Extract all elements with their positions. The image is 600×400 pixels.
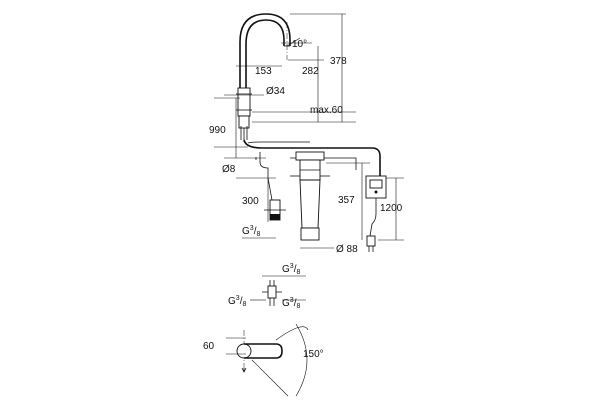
deck-thickness-label: max.60 [310, 105, 343, 116]
tee-fitting: G3/8 G3/8 G3/8 [228, 263, 306, 310]
thread-main-label: G3/8 [242, 225, 260, 238]
thread-top-label: G3/8 [282, 263, 300, 276]
base-diameter-label: Ø34 [266, 86, 285, 97]
thread-right-label: G3/8 [282, 297, 300, 310]
filter-unit [290, 151, 330, 241]
spout-height-label: 282 [302, 66, 319, 77]
spout-reach-label: 153 [255, 66, 272, 77]
filter-diameter-label: Ø 88 [336, 244, 358, 255]
power-cable-label: 1200 [380, 203, 403, 214]
power-supply: 1200 [365, 175, 404, 252]
swivel-angle-label: 150° [303, 349, 324, 360]
connection-diameter-label: Ø8 [222, 164, 236, 175]
total-height-label: 378 [330, 56, 347, 67]
hose-length-label: 990 [209, 125, 226, 136]
thread-left-label: G3/8 [228, 295, 246, 308]
filter-dimensions: 357 Ø 88 [300, 162, 370, 255]
top-view: 60 150° [203, 323, 324, 397]
filter-height-label: 357 [338, 195, 355, 206]
angle-valve: G3/8 [242, 199, 286, 239]
faucet [236, 13, 291, 142]
spout-angle-label: 10° [292, 39, 307, 50]
tail-length-label: 300 [242, 196, 259, 207]
spout-dimensions: 10° 153 282 378 Ø34 max.60 [224, 13, 356, 123]
tap-offset-label: 60 [203, 341, 215, 352]
hose-dimensions: 990 Ø8 300 [209, 97, 276, 222]
